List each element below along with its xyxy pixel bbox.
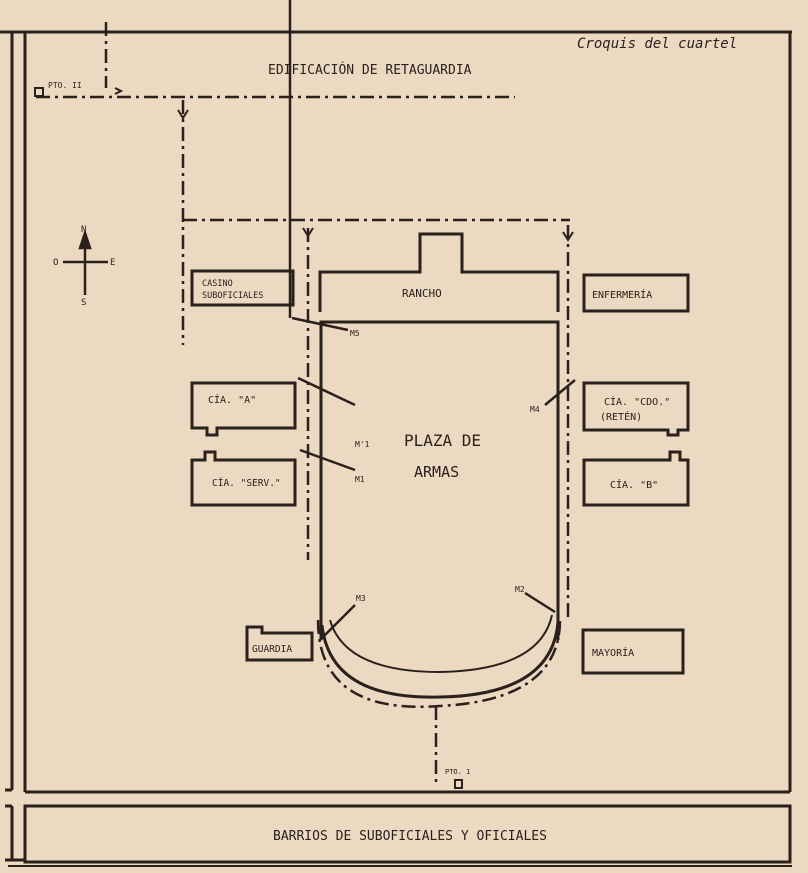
label-pto2: PTO. II bbox=[48, 81, 82, 90]
marker-m5: M5 bbox=[350, 329, 360, 338]
enfermeria-building bbox=[582, 273, 690, 313]
label-enfermeria: ENFERMERÍA bbox=[592, 288, 652, 301]
label-cia-b: CÍA. "B" bbox=[610, 478, 658, 491]
label-cia-a: CÍA. "A" bbox=[208, 393, 256, 406]
label-guardia: GUARDIA bbox=[252, 644, 292, 655]
barrios-box bbox=[23, 804, 792, 864]
label-casino: CASINO bbox=[202, 279, 233, 289]
rancho-building bbox=[318, 232, 560, 312]
label-mayoria: MAYORÍA bbox=[592, 646, 634, 659]
compass-n: N bbox=[81, 225, 86, 235]
marker-lines bbox=[288, 0, 576, 641]
label-cia-cdo: CÍA. "CDO." bbox=[604, 395, 670, 408]
plaza-arc-inner bbox=[329, 614, 553, 674]
label-barrios: BARRIOS DE SUBOFICIALES Y OFICIALES bbox=[273, 829, 547, 844]
label-rancho: RANCHO bbox=[402, 287, 442, 300]
compass-e: E bbox=[110, 258, 115, 268]
label-rear-building: EDIFICACIÓN DE RETAGUARDIA bbox=[268, 62, 472, 78]
marker-m4: M4 bbox=[530, 405, 540, 414]
marker-m3: M3 bbox=[356, 594, 366, 603]
casino-suboficiales-building bbox=[190, 269, 295, 307]
label-pto1: PTO. 1 bbox=[445, 768, 470, 776]
marker-m2: M2 bbox=[515, 585, 525, 594]
cia-b-building bbox=[582, 450, 690, 507]
label-cia-serv: CÍA. "SERV." bbox=[212, 477, 281, 489]
plaza-de-armas bbox=[319, 320, 560, 640]
label-reten: (RETÉN) bbox=[600, 410, 642, 423]
guardia-building bbox=[245, 625, 314, 662]
cia-serv-building bbox=[190, 450, 297, 507]
patrol-routes bbox=[36, 22, 570, 785]
diagram-title: Croquis del cuartel bbox=[577, 36, 737, 52]
compass-s: S bbox=[81, 298, 86, 308]
cia-a-building bbox=[190, 381, 297, 437]
marker-m1-prime: M'1 bbox=[355, 440, 370, 449]
pto1-box bbox=[454, 779, 463, 789]
marker-m1: M1 bbox=[355, 475, 365, 484]
compass-o: O bbox=[53, 258, 58, 268]
label-plaza: PLAZA DE bbox=[404, 431, 481, 450]
cia-cdo-building bbox=[582, 381, 690, 437]
pto2-box bbox=[34, 87, 44, 97]
label-suboficiales: SUBOFICIALES bbox=[202, 291, 263, 301]
plaza-arc-outer bbox=[320, 621, 560, 699]
label-armas: ARMAS bbox=[414, 463, 459, 481]
mayoria-building bbox=[581, 628, 685, 675]
compass-icon bbox=[63, 229, 108, 295]
